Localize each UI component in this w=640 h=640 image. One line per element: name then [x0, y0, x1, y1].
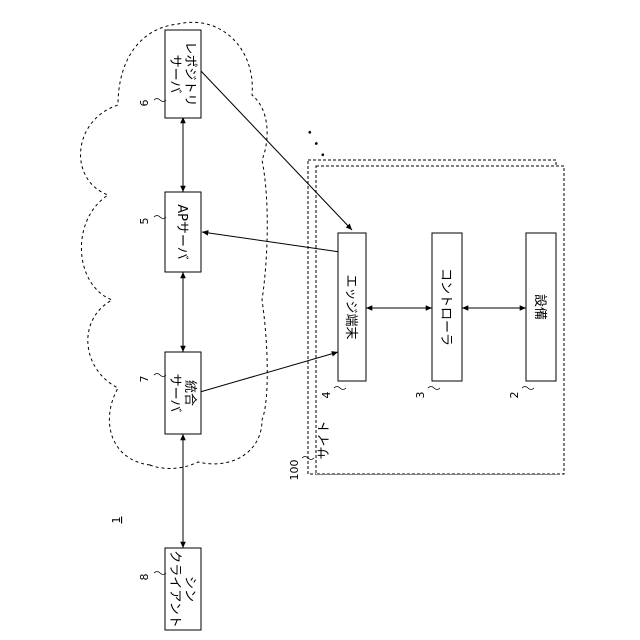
registry-server-label-1: レポジトリ [182, 41, 197, 106]
registry-server-label-2: サーバ [167, 55, 182, 94]
ref-ap-server: 5 [138, 218, 151, 225]
ref-integration-server: 7 [138, 376, 151, 383]
ref-controller: 3 [414, 392, 427, 399]
registry-edge-link [200, 70, 352, 230]
ref-registry-leader [154, 99, 166, 102]
ref-ap-leader [154, 216, 166, 219]
ref-site: 100 [288, 460, 301, 481]
thin-client-label-2: クライアント [167, 550, 182, 627]
controller-label: コントローラ [438, 268, 453, 346]
integration-server-label-1: 統合 [182, 380, 197, 406]
ref-edge-terminal: 4 [320, 392, 333, 399]
ref-thin-client: 8 [138, 574, 151, 581]
equipment-label: 設備 [532, 294, 548, 320]
edge-terminal-label: エッジ端末 [343, 274, 358, 339]
ref-thin-client-leader [154, 572, 166, 575]
ap-server-label: APサーバ [174, 204, 189, 260]
ref-registry-server: 6 [138, 100, 151, 107]
site-label: サイト [317, 420, 332, 459]
thin-client-label-1: シン [182, 576, 197, 602]
figure-ref-1: 1 [110, 517, 123, 524]
ref-integration-leader [154, 374, 166, 377]
continuation-dots: ・・・ [299, 124, 331, 165]
integration-server-label-2: サーバ [167, 374, 182, 413]
ref-equipment: 2 [508, 392, 521, 399]
